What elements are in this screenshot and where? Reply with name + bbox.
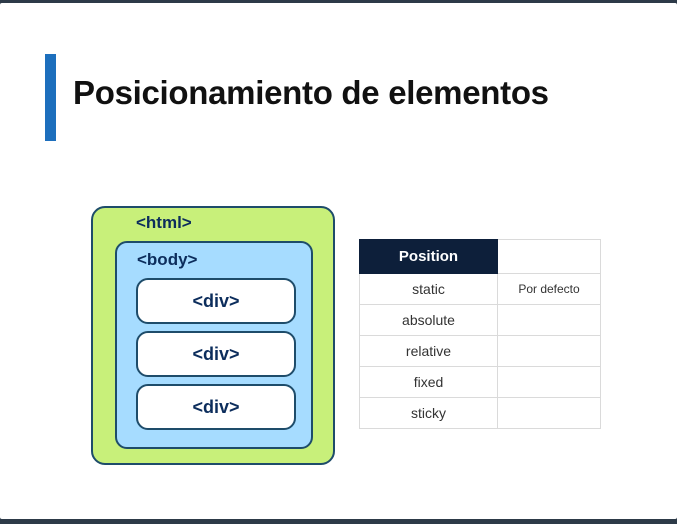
table-cell-name: static xyxy=(359,273,498,305)
table-cell-desc xyxy=(497,366,601,398)
table-row: static Por defecto xyxy=(359,273,601,305)
bottom-band xyxy=(0,519,677,524)
table-header-position: Position xyxy=(359,239,498,274)
table-cell-name: relative xyxy=(359,335,498,367)
table-cell-name: fixed xyxy=(359,366,498,398)
div-element-box-3: <div> xyxy=(136,384,296,430)
position-table: Position static Por defecto absolute rel… xyxy=(359,239,601,429)
table-header-empty xyxy=(497,239,601,274)
table-cell-desc xyxy=(497,397,601,429)
table-header-row: Position xyxy=(359,239,601,274)
html-element-box: <html> <body> <div> <div> <div> xyxy=(91,206,335,465)
div-element-box-2: <div> xyxy=(136,331,296,377)
div-element-box-1: <div> xyxy=(136,278,296,324)
table-cell-name: sticky xyxy=(359,397,498,429)
table-row: sticky xyxy=(359,397,601,429)
table-cell-desc xyxy=(497,335,601,367)
table-row: absolute xyxy=(359,304,601,336)
body-tag-label: <body> xyxy=(137,250,198,269)
table-cell-desc xyxy=(497,304,601,336)
table-row: fixed xyxy=(359,366,601,398)
table-cell-name: absolute xyxy=(359,304,498,336)
table-row: relative xyxy=(359,335,601,367)
html-tag-label: <html> xyxy=(136,213,192,232)
body-element-box: <body> <div> <div> <div> xyxy=(115,241,313,449)
presentation-slide: Posicionamiento de elementos <html> <bod… xyxy=(0,3,677,519)
slide-title: Posicionamiento de elementos xyxy=(73,74,549,111)
title-accent-bar xyxy=(45,54,56,141)
table-cell-desc: Por defecto xyxy=(497,273,601,305)
